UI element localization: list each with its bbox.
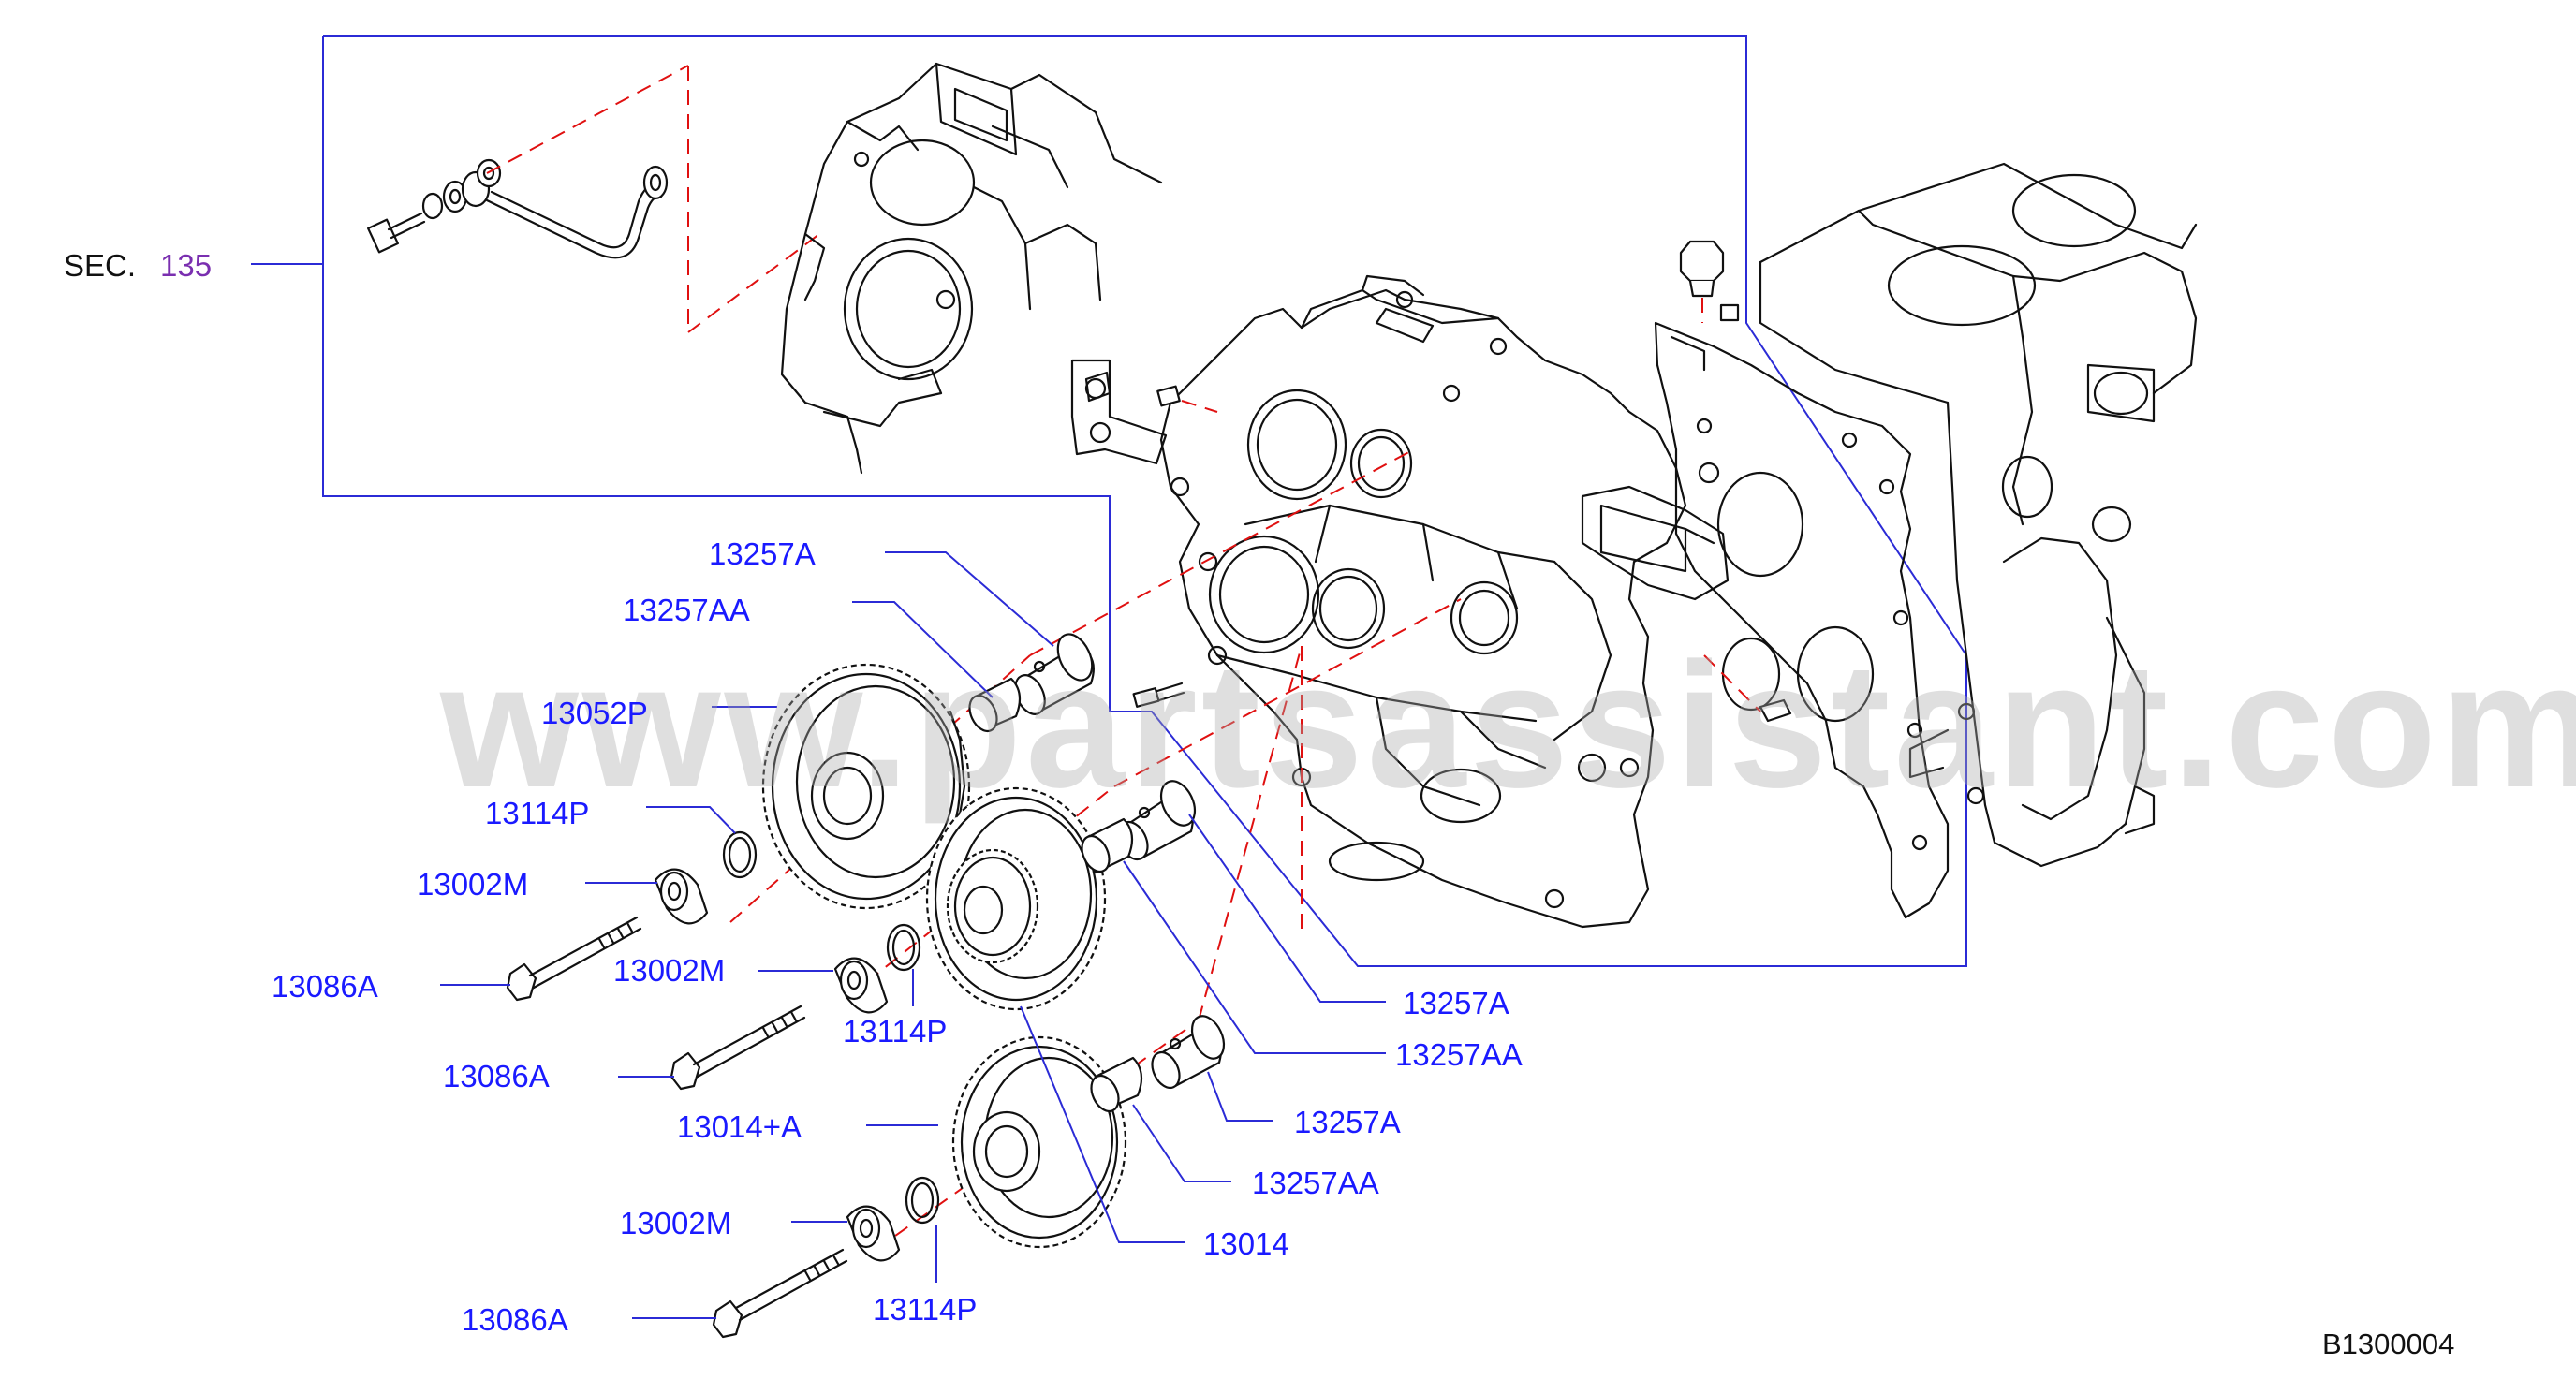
part-label-13002M[interactable]: 13002M [620,1206,732,1240]
gear-13014 [925,786,1107,1011]
gear-13014A [951,1035,1127,1249]
part-label-13002M[interactable]: 13002M [613,953,726,988]
rear-plate-gasket [1654,240,1950,919]
part-label-13257A[interactable]: 13257A [709,536,816,571]
part-label-13114P[interactable]: 13114P [485,796,590,830]
bushings [968,633,1226,1113]
section-number[interactable]: 135 [160,248,213,283]
diagram-reference-code: B1300004 [2322,1328,2455,1360]
part-label-13257A[interactable]: 13257A [1403,986,1509,1020]
part-label-13086A[interactable]: 13086A [272,969,378,1004]
oil-pipe-assembly [367,65,820,333]
section-prefix: SEC. [64,248,137,283]
part-label-13086A[interactable]: 13086A [443,1059,550,1093]
watermark: www.partsassistant.com [440,626,2576,825]
part-label-13257AA[interactable]: 13257AA [1252,1166,1379,1200]
section-frame [251,35,1967,967]
part-label-13114P[interactable]: 13114P [843,1014,948,1049]
bolts [506,916,848,1339]
part-label-13014A[interactable]: 13014+A [677,1109,802,1144]
gear-13052P [761,663,971,910]
part-label-13086A[interactable]: 13086A [462,1302,568,1337]
snap-rings [722,830,940,1225]
thrust-washers [654,868,901,1262]
upper-block-fragment [780,62,1163,475]
cylinder-block [1759,162,2198,868]
leader-lines [440,551,1386,1319]
part-label-13002M[interactable]: 13002M [417,867,529,902]
part-label-13257AA[interactable]: 13257AA [623,593,750,627]
timing-gear-case [1070,274,1730,929]
section-reference[interactable]: SEC. 135 [64,250,212,281]
part-label-13014[interactable]: 13014 [1203,1226,1289,1261]
part-label-13114P[interactable]: 13114P [873,1292,978,1327]
part-label-13052P[interactable]: 13052P [541,696,648,730]
part-label-13257AA[interactable]: 13257AA [1395,1037,1523,1072]
part-label-13257A[interactable]: 13257A [1294,1105,1401,1139]
